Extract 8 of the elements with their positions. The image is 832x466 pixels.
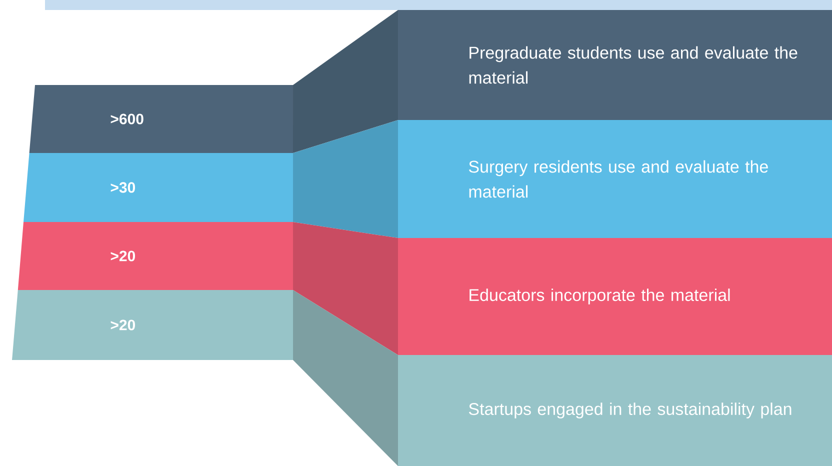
value-band: >30 xyxy=(24,153,293,222)
description-band: Surgery residents use and evaluate the material xyxy=(398,120,832,238)
value-band: >600 xyxy=(29,85,293,153)
value-band: >20 xyxy=(18,222,293,290)
value-band: >20 xyxy=(12,290,293,360)
description-band: Pregraduate students use and evaluate the material xyxy=(398,10,832,120)
description-band: Educators incorporate the material xyxy=(398,238,832,355)
description-band: Startups engaged in the sustainability plan xyxy=(398,355,832,466)
